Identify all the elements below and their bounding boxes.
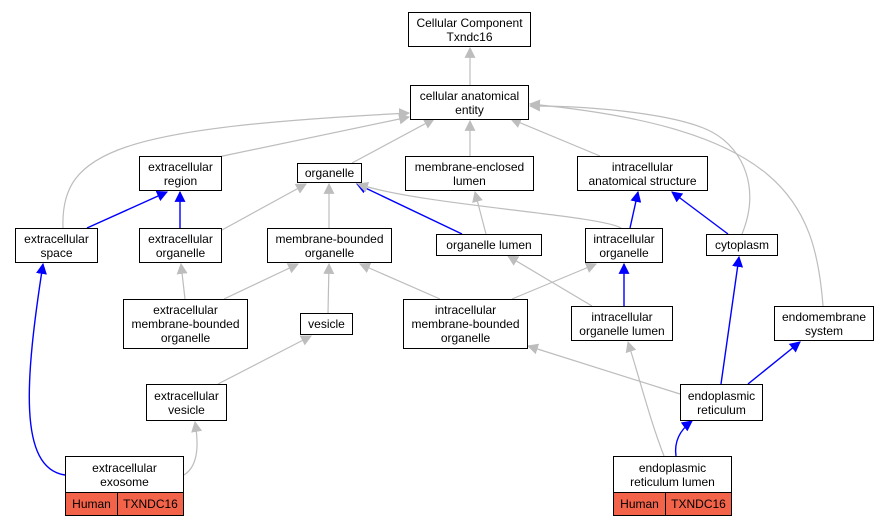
edge-ves-mbo [323, 262, 335, 314]
node-exsome[interactable]: extracellular exosome [65, 456, 184, 493]
edge-embo-exo [176, 262, 188, 300]
node-mbo-line-2: organelle [304, 245, 355, 260]
node-cae-line-1: cellular anatomical [419, 88, 520, 103]
edge-ias-cae [509, 117, 601, 157]
node-org-line-1: organelle [304, 166, 355, 180]
annotation-row-exosome[interactable]: Human TXNDC16 [65, 492, 184, 516]
node-cyt[interactable]: cytoplasm [706, 234, 778, 256]
gene-cell: TXNDC16 [117, 493, 183, 515]
node-er-line-2: reticulum [697, 402, 746, 417]
edge-imbo-mbo [358, 262, 441, 300]
node-ias-line-2: anatomical structure [588, 173, 697, 188]
edge-cyt-ias [671, 191, 729, 235]
node-ias-line-1: intracellular [611, 159, 674, 174]
node-exsome-line-1: extracellular [92, 460, 157, 475]
node-iol-line-2: organelle lumen [579, 323, 665, 338]
node-org[interactable]: organelle [297, 163, 362, 183]
node-imbo-line-2: membrane-bounded [411, 317, 520, 331]
edge-erl-iol [625, 340, 665, 457]
edge-iol-orl [507, 255, 593, 307]
node-ems-line-1: endomembrane [781, 309, 867, 324]
node-exo[interactable]: extracellular organelle [139, 228, 222, 263]
node-exr-line-2: region [163, 173, 198, 188]
edge-exo-org [221, 183, 307, 231]
node-ves-line-1: vesicle [308, 317, 345, 331]
node-embo[interactable]: extracellular membrane-bounded organelle [123, 299, 248, 349]
node-exr-line-1: extracellular [148, 159, 213, 174]
node-mel-line-2: lumen [453, 173, 486, 188]
node-mel[interactable]: membrane-enclosed lumen [405, 156, 534, 191]
node-exv-line-2: vesicle [168, 402, 205, 417]
node-er-line-1: endoplasmic [687, 388, 756, 403]
edge-exsome-exs [28, 262, 66, 476]
edge-erl-er [674, 420, 693, 457]
node-ino-line-2: organelle [599, 245, 649, 260]
node-iol-line-1: intracellular [591, 309, 653, 324]
node-erl-line-2: reticulum lumen [630, 474, 715, 489]
node-embo-line-3: organelle [160, 331, 211, 345]
edge-exsome-exv [183, 420, 203, 476]
edge-orl-org [356, 183, 463, 235]
node-exsome-line-2: exosome [100, 474, 149, 489]
edge-er-imbo [526, 343, 681, 395]
species-cell: Human [614, 493, 665, 515]
node-ems[interactable]: endomembrane system [774, 306, 874, 341]
edge-ems-cae [528, 99, 824, 307]
node-ems-line-2: system [804, 323, 843, 338]
node-erl-line-1: endoplasmic [638, 460, 707, 475]
edge-embo-mbo [223, 263, 299, 300]
node-mel-line-1: membrane-enclosed [414, 159, 525, 174]
node-cyt-line-1: cytoplasm [714, 238, 770, 252]
edge-ino-org [356, 181, 622, 229]
node-mbo-line-1: membrane-bounded [275, 231, 384, 246]
node-cae-line-2: entity [455, 102, 484, 117]
edge-ino-ias [629, 190, 642, 229]
edge-exr-cae [217, 113, 411, 158]
node-embo-line-2: membrane-bounded [131, 317, 240, 331]
node-erl[interactable]: endoplasmic reticulum lumen [613, 456, 732, 493]
edges [28, 46, 824, 476]
node-exs[interactable]: extracellular space [15, 228, 98, 263]
node-imbo[interactable]: intracellular membrane-bounded organelle [403, 299, 528, 349]
node-exv-line-1: extracellular [154, 388, 219, 403]
node-ino[interactable]: intracellular organelle [585, 228, 663, 263]
node-root[interactable]: Cellular Component Txndc16 [408, 12, 531, 47]
edge-er-ems [747, 341, 801, 385]
edge-exv-ves [217, 335, 312, 385]
node-exv[interactable]: extracellular vesicle [146, 384, 227, 421]
node-exr[interactable]: extracellular region [139, 156, 222, 191]
edge-cyt-cae [528, 100, 751, 235]
gene-cell: TXNDC16 [665, 493, 731, 515]
species-cell: Human [66, 493, 117, 515]
node-er[interactable]: endoplasmic reticulum [680, 384, 763, 421]
node-exo-line-1: extracellular [148, 231, 213, 246]
node-root-line-1: Cellular Component [416, 15, 523, 30]
edge-exs-exr [86, 191, 169, 229]
edge-er-cyt [720, 255, 744, 385]
node-ias[interactable]: intracellular anatomical structure [577, 156, 708, 191]
annotation-row-er-lumen[interactable]: Human TXNDC16 [613, 492, 732, 516]
node-orl[interactable]: organelle lumen [436, 234, 542, 256]
node-orl-line-1: organelle lumen [446, 238, 532, 252]
node-imbo-line-3: organelle [440, 331, 491, 345]
node-imbo-line-1: intracellular [434, 303, 497, 317]
node-ves[interactable]: vesicle [300, 313, 353, 335]
edge-exs-cae [62, 108, 411, 229]
node-cae[interactable]: cellular anatomical entity [410, 85, 529, 120]
node-ino-line-1: intracellular [593, 231, 655, 246]
node-exs-line-2: space [40, 245, 73, 260]
node-mbo[interactable]: membrane-bounded organelle [267, 228, 392, 263]
node-exo-line-2: organelle [155, 245, 206, 260]
node-embo-line-1: extracellular [153, 303, 218, 317]
edge-imbo-ino [511, 262, 598, 300]
edge-orl-mel [472, 190, 487, 235]
edge-org-cae [351, 118, 435, 164]
node-exs-line-1: extracellular [24, 231, 89, 246]
node-iol[interactable]: intracellular organelle lumen [571, 306, 673, 341]
node-root-line-2: Txndc16 [446, 29, 493, 44]
